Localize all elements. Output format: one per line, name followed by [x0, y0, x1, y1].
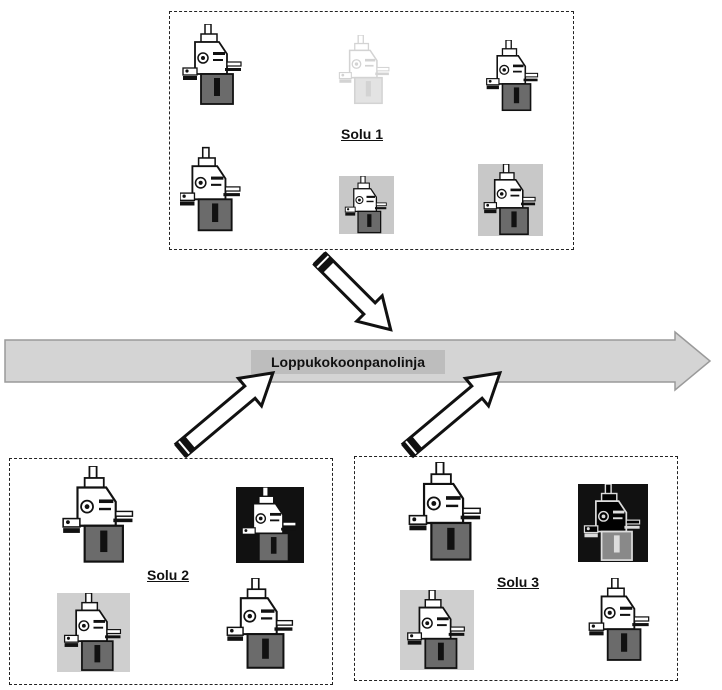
- lock-device-icon: [408, 462, 482, 561]
- lock-device-icon: [588, 578, 650, 661]
- cell-1-label: Solu 1: [341, 126, 384, 142]
- lock-device-icon: [182, 24, 242, 105]
- lock-device-icon: [241, 487, 297, 562]
- cell-3-frame: [354, 456, 678, 681]
- lock-device-icon: [180, 146, 241, 232]
- lock-device-icon: [583, 484, 641, 561]
- lock-device-icon: [483, 164, 536, 236]
- lock-device-icon: [226, 578, 294, 669]
- transfer-arrow-cell3: [400, 370, 503, 459]
- lock-device-icon: [63, 593, 122, 671]
- cell-3-label: Solu 3: [497, 574, 540, 590]
- lock-device-icon: [62, 466, 134, 563]
- lock-device-icon: [485, 40, 539, 112]
- transfer-arrow-cell2: [173, 370, 276, 459]
- cell-2-label: Solu 2: [147, 567, 190, 583]
- transfer-arrow-cell1: [312, 251, 393, 332]
- cell-1-frame: [169, 11, 574, 250]
- cell-2-frame: [9, 458, 333, 685]
- lock-device-icon: [338, 35, 390, 105]
- lock-device-icon: [344, 176, 387, 234]
- lock-device-icon: [406, 590, 466, 669]
- assembly-line-label: Loppukokoonpanolinja: [251, 350, 445, 374]
